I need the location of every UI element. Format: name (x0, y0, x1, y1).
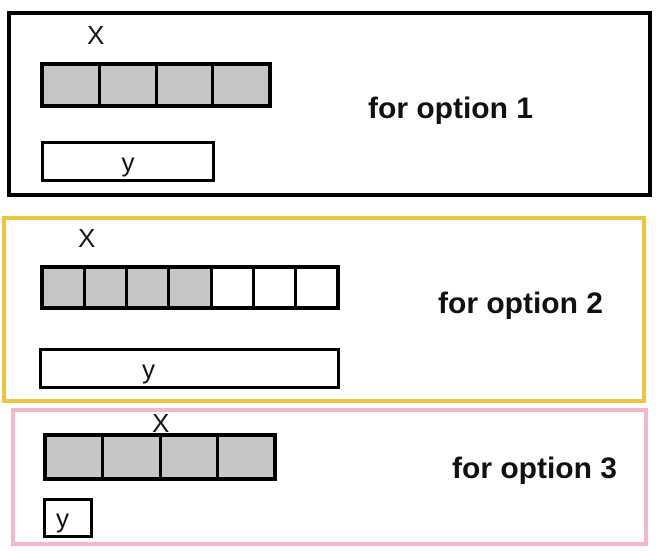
x-bar-segment (86, 269, 129, 306)
x-bar-segment (157, 66, 215, 104)
option-2-panel: X y for option 2 (2, 216, 646, 403)
x-bar (43, 433, 277, 481)
x-bar-segment (297, 269, 336, 306)
x-bar-label: X (87, 20, 105, 50)
y-bar: y (43, 498, 93, 538)
x-bar-label: X (78, 223, 96, 253)
option-1-caption: for option 1 (368, 92, 533, 125)
x-bar-segment (170, 269, 213, 306)
x-bar-segment (161, 437, 219, 477)
y-bar-label: y (56, 503, 69, 533)
x-bar-segment (100, 66, 158, 104)
x-bar-segment (255, 269, 297, 306)
y-bar: y (41, 141, 215, 182)
x-bar-segment (44, 269, 87, 306)
option-3-panel: X y for option 3 (11, 408, 648, 546)
x-bar-segment (214, 66, 268, 104)
x-bar (40, 265, 340, 310)
x-bar-segment (47, 437, 105, 477)
x-bar-segment (44, 66, 101, 104)
x-bar-segment (104, 437, 162, 477)
option-3-caption: for option 3 (452, 452, 617, 485)
y-bar-label: y (142, 353, 155, 384)
x-bar (40, 62, 272, 108)
x-bar-segment (128, 269, 171, 306)
x-bar-label: X (152, 408, 170, 438)
x-bar-segment (218, 437, 273, 477)
y-bar: y (39, 348, 340, 389)
y-bar-label: y (121, 146, 135, 177)
x-bar-segment (213, 269, 255, 306)
option-1-panel: X y for option 1 (7, 11, 652, 197)
option-2-caption: for option 2 (438, 287, 603, 320)
